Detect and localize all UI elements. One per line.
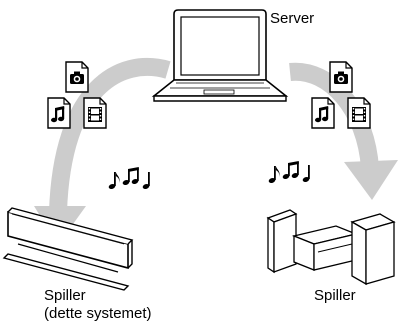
film-icon (83, 97, 107, 129)
player-system-label: Spiller (44, 287, 86, 304)
music-note-icon (47, 97, 71, 129)
right-flow-arrow (289, 62, 398, 200)
music-note-icon (267, 161, 311, 184)
soundbar-device-icon (2, 207, 134, 291)
server-label: Server (270, 10, 315, 27)
left-flow-arrow (34, 58, 171, 245)
player-label: Spiller (314, 287, 356, 304)
music-note-icon (311, 97, 335, 129)
film-icon (347, 97, 371, 129)
laptop-icon (151, 9, 289, 102)
camera-icon (329, 61, 353, 93)
music-note-icon (107, 167, 151, 190)
camera-icon (65, 61, 89, 93)
hifi-system-icon (266, 209, 396, 286)
player-system-sublabel: (dette systemet) (44, 305, 152, 322)
